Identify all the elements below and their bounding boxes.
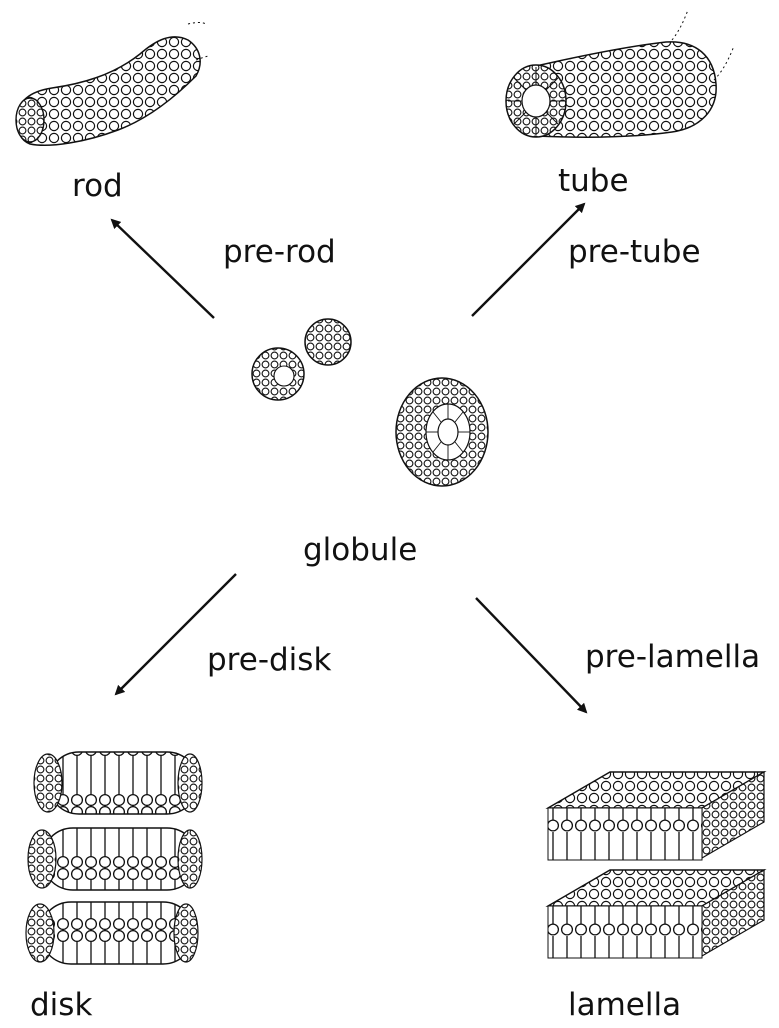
arrow-to-lamella	[476, 598, 586, 712]
label-lamella: lamella	[568, 990, 681, 1021]
label-pre-disk: pre-disk	[207, 645, 331, 676]
disk-micelles-drawing	[26, 752, 202, 964]
label-pre-tube: pre-tube	[568, 237, 701, 268]
label-rod: rod	[72, 171, 123, 202]
label-pre-rod: pre-rod	[223, 237, 336, 268]
rod-micelle-drawing	[16, 23, 210, 146]
label-pre-lamella: pre-lamella	[585, 642, 760, 673]
label-tube: tube	[558, 166, 629, 197]
globule-micelles-drawing	[252, 319, 488, 486]
lamella-bilayers-drawing	[548, 772, 764, 958]
arrow-to-rod	[112, 220, 214, 318]
label-globule: globule	[303, 535, 417, 566]
tube-micelle-drawing	[506, 10, 734, 137]
label-disk: disk	[30, 990, 92, 1021]
